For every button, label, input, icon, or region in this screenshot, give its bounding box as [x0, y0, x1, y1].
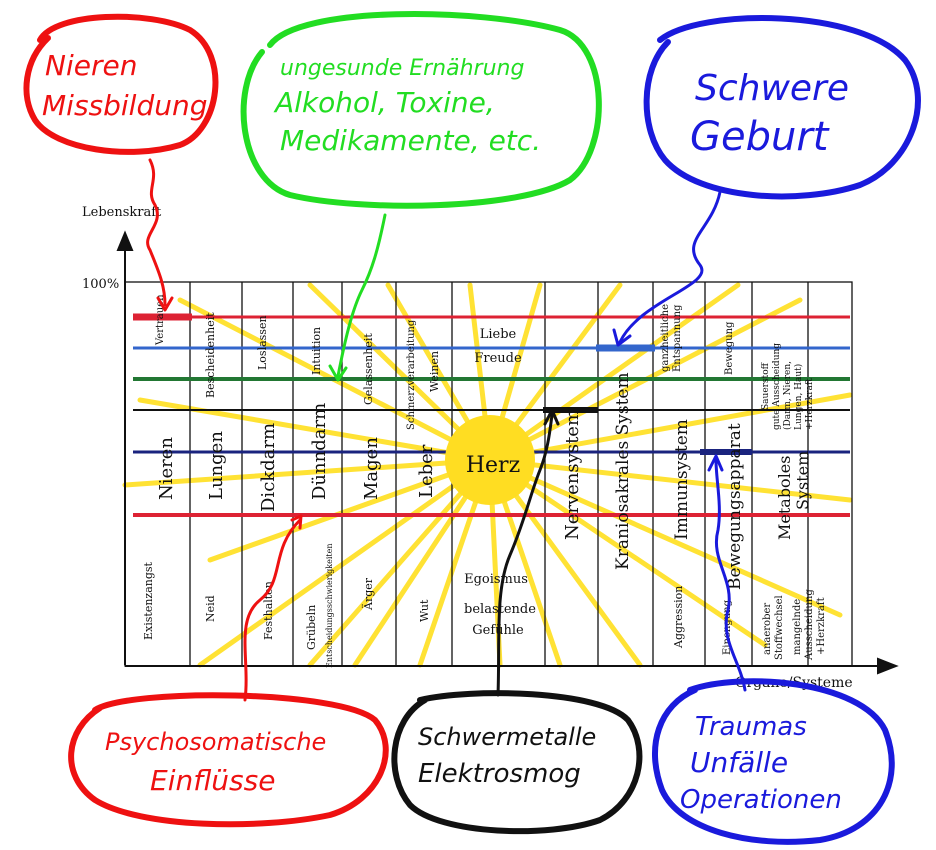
bubble-geburt-line1: Schwere	[695, 68, 849, 109]
bubble-traumas-line3: Operationen	[680, 785, 842, 815]
bubble-schwermetalle	[391, 690, 643, 835]
arrow-ernaehrung	[336, 213, 387, 378]
organ-nieren: Nieren	[156, 437, 177, 500]
top-label-herz: Liebe	[480, 327, 517, 342]
arrow-psycho-head	[290, 514, 303, 530]
bubble-nieren-line2: Missbildung	[42, 89, 207, 122]
max-label: 100%	[82, 277, 119, 292]
y-axis-arrow	[116, 230, 134, 251]
top-label-metab-1: Sauerstoff	[761, 362, 771, 410]
arrow-nieren	[146, 158, 167, 307]
arrow-schwermetalle	[496, 413, 554, 697]
top-label-nieren: Vertrauen	[155, 294, 166, 346]
organ-bewegungsapparat: Bewegungsapparat	[725, 423, 745, 590]
heart-sun	[445, 415, 535, 505]
organ-dickdarm: Dickdarm	[258, 423, 279, 512]
top-label-metab-5: +Herzkraft	[805, 378, 815, 430]
arrow-schwermetalle-head	[543, 408, 560, 426]
bottom-label-leber: Wut	[418, 599, 431, 622]
bubble-geburt-line2: Geburt	[690, 114, 830, 160]
bottom-label-immun: Aggression	[672, 586, 685, 649]
bubble-nieren-line1: Nieren	[45, 49, 137, 82]
bubble-traumas-line1: Traumas	[695, 712, 807, 742]
top-label-lungen: Bescheidenheit	[204, 312, 217, 398]
arrow-traumas	[714, 458, 747, 692]
bubble-ernaehrung-line2: Alkohol, Toxine,	[273, 86, 495, 119]
top-label-herz-2: Freude	[474, 351, 522, 366]
sun-rays	[122, 282, 853, 668]
top-label-leber-2: Weinen	[428, 351, 441, 392]
arrow-ernaehrung-head	[328, 364, 348, 382]
top-label-metab-3: (Darm, Nieren,	[782, 361, 793, 430]
arrow-psycho	[243, 518, 302, 702]
organ-immunsystem: Immunsystem	[672, 419, 692, 540]
bottom-label-duenndarm: Grübeln	[305, 605, 318, 650]
bubble-traumas	[652, 678, 895, 845]
bubble-ernaehrung-line3: Medikamente, etc.	[280, 124, 541, 157]
bubble-psycho	[68, 692, 389, 828]
bottom-label-metab-3: mangelnde	[792, 599, 803, 655]
top-label-metab-4: Lungen, Haut)	[793, 364, 804, 430]
bubble-ernaehrung-line1: ungesunde Ernährung	[280, 56, 524, 81]
arrow-geburt-head	[612, 328, 632, 347]
organ-magen: Magen	[361, 437, 382, 500]
bubble-nieren	[23, 13, 219, 155]
grid	[124, 281, 853, 667]
bubble-schwermetalle-line2: Elektrosmog	[418, 759, 581, 789]
top-label-bewegung: Bewegung	[724, 321, 735, 375]
organ-duenndarm: Dünndarm	[309, 403, 330, 500]
organ-kraniosakral: Kraniosakrales System	[613, 372, 633, 570]
bubble-traumas-line2: Unfälle	[690, 746, 788, 779]
bottom-label-metab-5: +Herzkraft	[816, 597, 827, 655]
top-label-immun: ganzheitliche	[660, 304, 671, 372]
top-label-metab-2: gute Ausscheidung	[772, 343, 782, 430]
x-axis-arrow	[877, 657, 899, 675]
top-label-duenndarm: Intuition	[310, 327, 323, 375]
bubble-psycho-line1: Psychosomatische	[105, 728, 326, 756]
arrow-traumas-head	[707, 454, 724, 472]
bubble-ernaehrung	[240, 11, 602, 209]
arrow-geburt	[618, 190, 722, 344]
bottom-label-magen: Ärger	[361, 577, 375, 611]
top-label-leber: Schmerzverarbeitung	[406, 319, 417, 430]
organ-lungen: Lungen	[206, 431, 227, 500]
organ-metaboles: Metaboles	[775, 456, 794, 541]
arrow-nieren-head	[156, 296, 174, 312]
bottom-label-herz: Egoismus	[464, 572, 528, 587]
organ-metaboles-2: System	[793, 451, 812, 510]
organ-leber: Leber	[416, 444, 437, 498]
bottom-label-nieren: Existenzangst	[142, 561, 155, 640]
top-label-immun-2: Entspannung	[672, 304, 683, 372]
bubble-geburt	[643, 15, 921, 200]
bottom-label-lungen: Neid	[204, 595, 217, 622]
organ-nervensystem: Nervensystem	[562, 409, 583, 540]
y-axis-label: Lebenskraft	[82, 205, 162, 220]
bubble-schwermetalle-line1: Schwermetalle	[418, 723, 596, 751]
top-label-magen: Gelassenheit	[362, 333, 375, 405]
bottom-label-metab-2: Stoffwechsel	[774, 595, 785, 660]
bubble-psycho-line2: Einflüsse	[150, 764, 275, 797]
bottom-label-metab-4: Ausscheidung	[804, 589, 815, 661]
bottom-label-duenndarm-2: Entscheidungsschwierigkeiten	[325, 543, 334, 668]
organ-herz: Herz	[466, 453, 520, 478]
top-label-dickdarm: Loslassen	[256, 315, 269, 370]
bottom-label-metab-1: anaerober	[762, 603, 773, 655]
level-lines	[133, 313, 850, 517]
